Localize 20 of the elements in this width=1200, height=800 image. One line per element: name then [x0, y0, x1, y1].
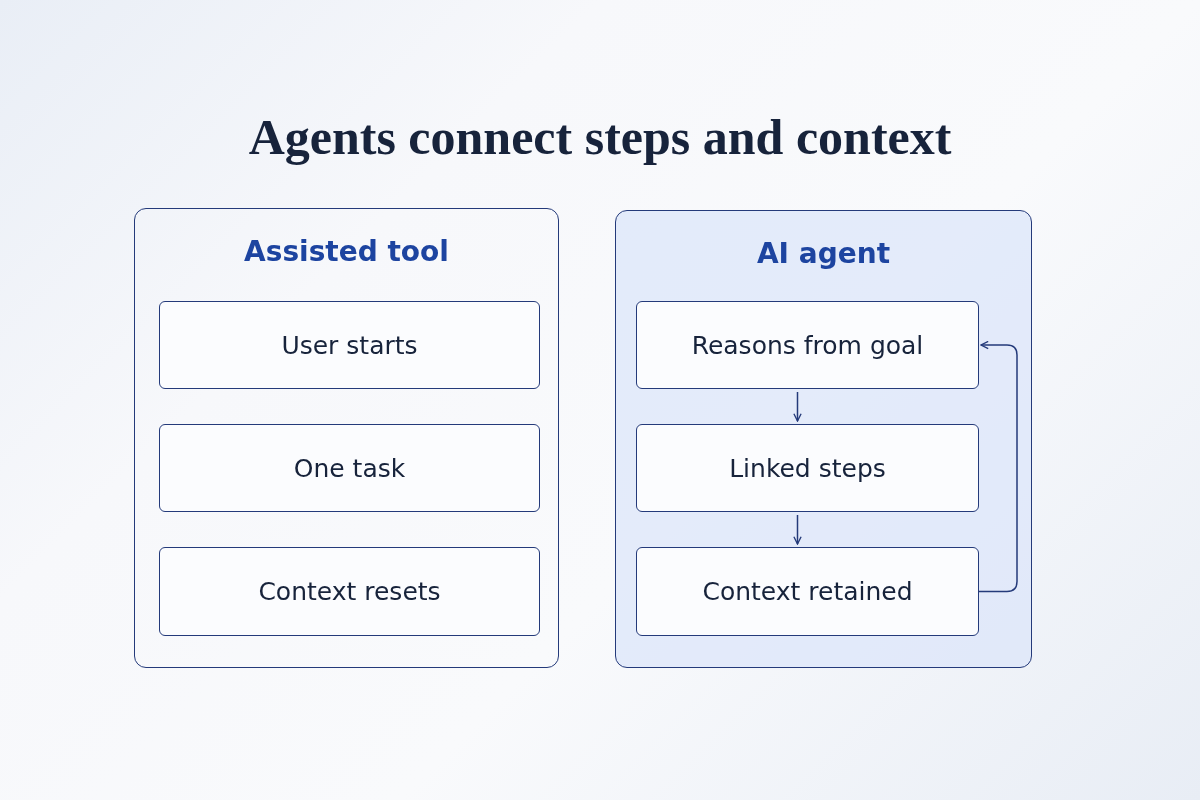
panel: [134, 208, 559, 668]
panel-heading: Assisted tool: [243, 235, 450, 268]
step-label: One task: [293, 453, 406, 483]
step-box: [636, 547, 979, 636]
step-box: [159, 301, 540, 389]
step-box: [159, 547, 540, 636]
step-label: Reasons from goal: [691, 330, 924, 360]
panel: [615, 210, 1032, 668]
step-box: [159, 424, 540, 512]
loop-arrow: [978, 340, 1018, 593]
step-box: [636, 301, 979, 389]
step-box: [636, 424, 979, 512]
title: Agents connect steps and context: [247, 108, 953, 166]
step-label: Context resets: [258, 577, 441, 606]
arrow: [793, 391, 802, 422]
step-label: User starts: [281, 330, 418, 360]
step-label: Context retained: [702, 577, 913, 606]
arrow: [793, 514, 802, 545]
step-label: Linked steps: [729, 453, 886, 483]
panel-heading: AI agent: [755, 237, 892, 270]
